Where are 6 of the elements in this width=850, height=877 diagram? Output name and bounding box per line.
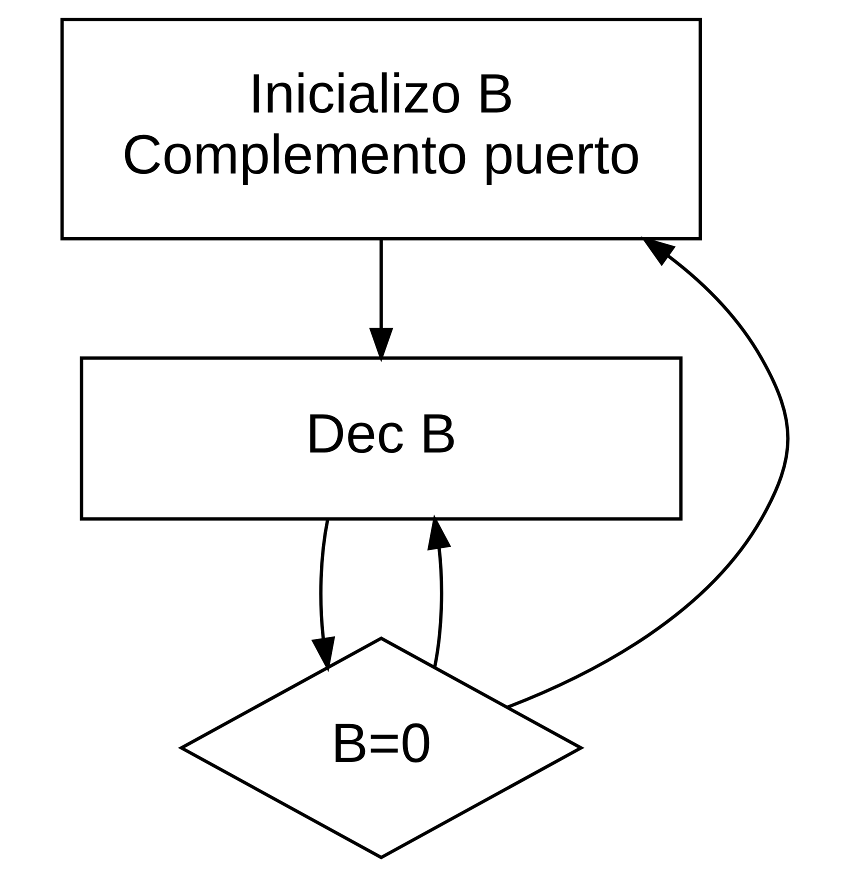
arrow	[506, 236, 790, 709]
node-box: Inicializo B Complemento puerto	[60, 18, 702, 240]
arrow	[369, 239, 394, 362]
arrow	[311, 519, 336, 672]
node-box: Dec B	[80, 356, 683, 521]
arrow	[427, 514, 452, 668]
